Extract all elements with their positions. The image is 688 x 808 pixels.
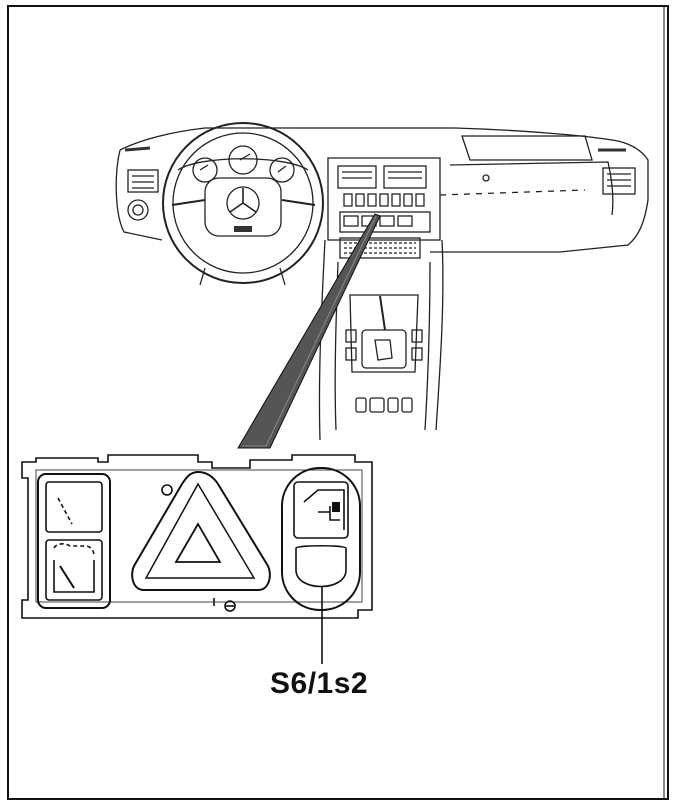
left-switch-bezel — [37, 473, 111, 609]
left-switch-lower-rocker — [45, 539, 103, 601]
right-switch-lower — [295, 544, 347, 588]
dashboard-overview — [115, 122, 649, 441]
center-stack — [327, 157, 441, 241]
climate-panel — [339, 211, 431, 233]
shift-knob — [374, 339, 393, 361]
center-vent-left — [337, 165, 377, 189]
airbag-badge — [234, 226, 252, 232]
shifter-gate — [349, 294, 419, 373]
console-right-inner — [424, 261, 431, 431]
hazard-triangle-icon — [174, 522, 222, 563]
steering-wheel-rim — [162, 122, 324, 284]
lower-rocker-symbol-frame — [53, 560, 95, 593]
left-switch-upper-rocker — [45, 481, 103, 533]
dash-left-edge — [115, 149, 163, 241]
switch-panel-detail — [21, 454, 373, 664]
right-switch-upper — [293, 481, 349, 539]
gauge-needles — [199, 153, 287, 173]
gauge-center — [228, 145, 258, 175]
gauge-left — [192, 157, 218, 183]
component-label: S6/1s2 — [270, 667, 369, 700]
leader-highlight — [242, 215, 377, 447]
leader-wedge — [237, 213, 381, 449]
wheel-spokes — [171, 199, 316, 206]
center-vent-right — [383, 165, 427, 189]
hazard-switch-inner — [144, 482, 256, 579]
star-emblem-ring — [226, 186, 260, 220]
lower-rocker-symbol-top — [53, 543, 95, 557]
window-icon-frame — [303, 489, 345, 530]
right-switch-bezel — [281, 467, 361, 611]
light-switch-knob — [127, 199, 149, 221]
airbag-hub — [204, 177, 282, 237]
left-air-vent — [127, 169, 159, 193]
lower-rocker-symbol-line — [59, 565, 75, 589]
console-buttons — [355, 397, 413, 413]
dash-screw — [482, 174, 490, 182]
switch-row — [343, 193, 425, 207]
hazard-led — [161, 484, 173, 496]
steering-wheel-inner — [172, 132, 314, 274]
right-air-vent — [602, 167, 636, 195]
dash-top-panel — [461, 135, 593, 161]
steering-column — [199, 267, 286, 286]
upper-rocker-symbol — [57, 497, 73, 525]
panel-outline — [21, 454, 373, 619]
star-emblem — [229, 188, 257, 213]
radio-unit — [339, 237, 421, 259]
gauge-right — [269, 157, 295, 183]
left-label-strip — [124, 146, 151, 152]
console-right-edge — [435, 239, 444, 431]
figure-frame — [7, 5, 669, 800]
window-icon-fill — [332, 502, 340, 512]
window-icon-arrow — [318, 506, 340, 521]
dash-seam — [439, 189, 586, 196]
shift-lever — [379, 295, 386, 331]
hazard-switch-outer — [131, 470, 271, 591]
panel-screw-bottom — [224, 600, 236, 612]
panel-inner-border — [35, 469, 363, 603]
shifter-boot — [361, 329, 407, 369]
dash-outline — [119, 127, 649, 253]
